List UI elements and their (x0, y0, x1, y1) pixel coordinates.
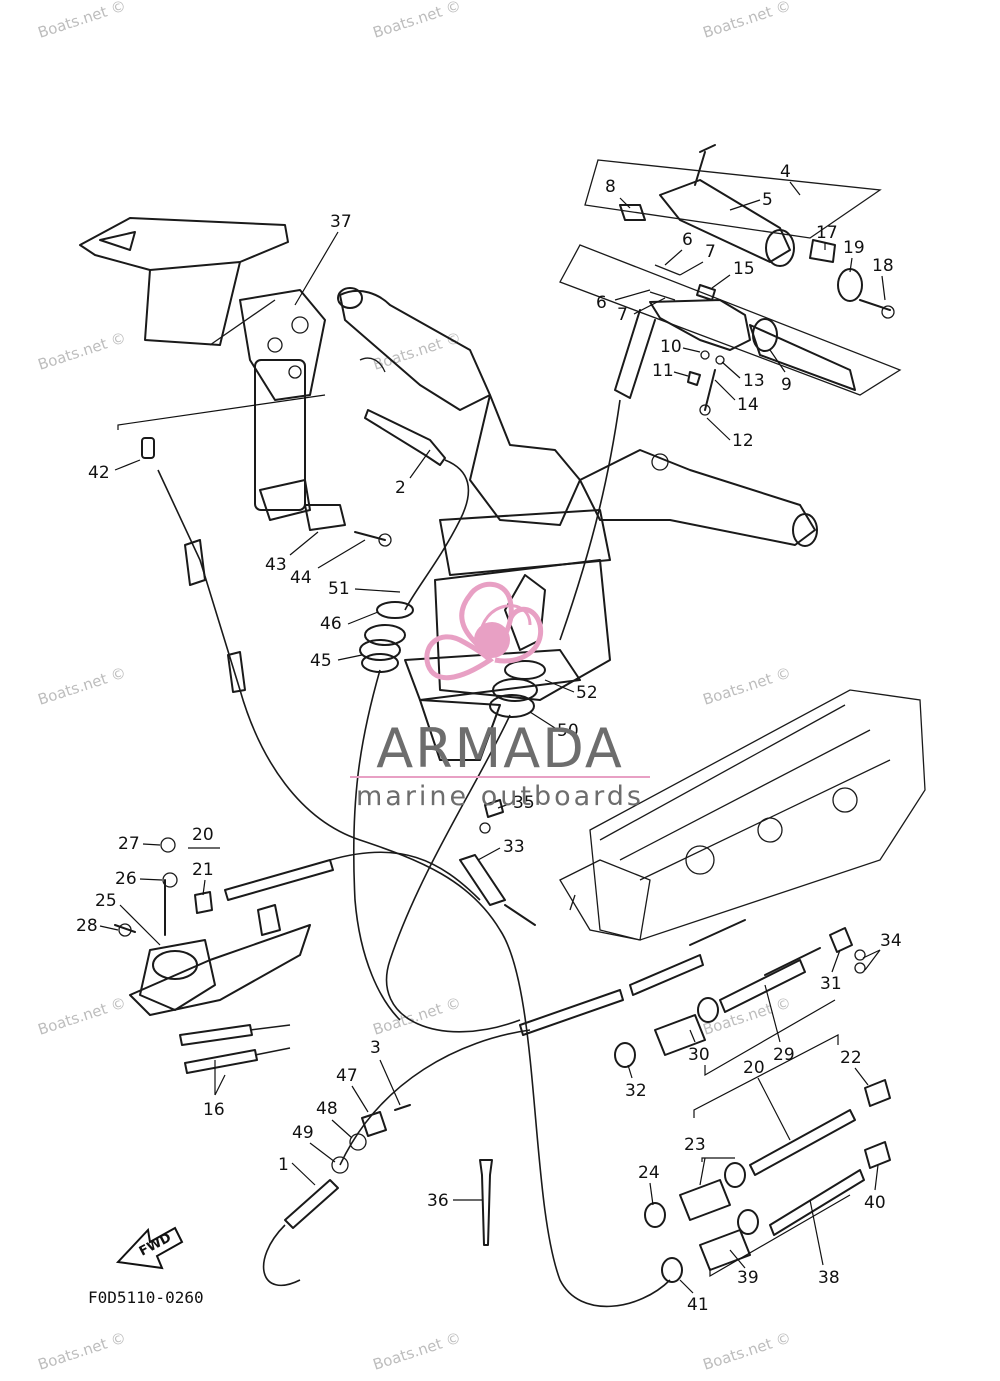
callout-32: 32 (625, 1081, 647, 1101)
callout-9: 9 (781, 375, 792, 395)
callout-12: 12 (732, 431, 754, 451)
callout-14: 14 (737, 395, 759, 415)
callout-26: 26 (115, 869, 137, 889)
callout-16: 16 (203, 1100, 225, 1120)
control-box (114, 837, 311, 1016)
callout-11: 11 (652, 361, 674, 381)
callout-49: 49 (292, 1123, 314, 1143)
propeller-icon (424, 581, 544, 681)
shift-cable (364, 409, 470, 611)
boots (352, 399, 621, 1033)
callout-30: 30 (688, 1045, 710, 1065)
diagram-code: F0D5110-0260 (88, 1288, 204, 1307)
brand-logo: ARMADA marine outboards (350, 581, 650, 812)
callout-25: 25 (95, 891, 117, 911)
callouts: 1 2 3 4 5 6 6 7 7 8 9 10 11 12 13 14 15 … (76, 162, 902, 1315)
callout-8: 8 (605, 177, 616, 197)
cable-fittings (459, 799, 891, 1283)
callout-31: 31 (820, 974, 842, 994)
callout-5: 5 (762, 190, 773, 210)
control-cables (179, 851, 481, 1074)
callout-2: 2 (395, 478, 406, 498)
callout-20: 20 (192, 825, 214, 845)
callout-28: 28 (76, 916, 98, 936)
callout-6b: 6 (596, 293, 607, 313)
cable-tie (479, 1159, 493, 1246)
watermark: Boats.net © (36, 993, 129, 1038)
watermark: Boats.net © (36, 0, 129, 42)
callout-40: 40 (864, 1193, 886, 1213)
watermark: Boats.net © (701, 1328, 794, 1373)
callout-43: 43 (265, 555, 287, 575)
callout-22: 22 (840, 1048, 862, 1068)
group-brackets (117, 394, 851, 1278)
watermark: Boats.net © (36, 328, 129, 373)
callout-29: 29 (773, 1045, 795, 1065)
callout-4: 4 (780, 162, 791, 182)
watermark: Boats.net © (371, 1328, 464, 1373)
callout-7: 7 (705, 242, 716, 262)
callout-52: 52 (576, 683, 598, 703)
callout-3: 3 (370, 1038, 381, 1058)
callout-35: 35 (513, 793, 535, 813)
callout-41: 41 (687, 1295, 709, 1315)
callout-34: 34 (880, 931, 902, 951)
callout-37: 37 (330, 212, 352, 232)
callout-39: 39 (737, 1268, 759, 1288)
watermark: Boats.net © (701, 0, 794, 42)
right-grip-group (559, 244, 902, 416)
callout-15: 15 (733, 259, 755, 279)
callout-23: 23 (684, 1135, 706, 1155)
callout-13: 13 (743, 371, 765, 391)
throttle-cable (141, 437, 671, 1308)
callout-7b: 7 (617, 305, 628, 325)
callout-48: 48 (316, 1099, 338, 1119)
brand-tagline: marine outboards (356, 781, 644, 812)
callout-6: 6 (682, 230, 693, 250)
pedal-assembly (79, 217, 392, 547)
watermark: Boats.net © (371, 328, 464, 373)
callout-38: 38 (818, 1268, 840, 1288)
callout-17: 17 (816, 223, 838, 243)
watermark: Boats.net © (36, 663, 129, 708)
watermark: Boats.net © (371, 0, 464, 42)
callout-19: 19 (843, 238, 865, 258)
callout-1: 1 (278, 1155, 289, 1175)
engine-block (559, 689, 926, 941)
handlebar-assembly (337, 287, 818, 761)
callout-24: 24 (638, 1163, 660, 1183)
callout-45: 45 (310, 651, 332, 671)
watermark: Boats.net © (36, 1328, 129, 1373)
callout-21: 21 (192, 860, 214, 880)
callout-10: 10 (660, 337, 682, 357)
callout-42: 42 (88, 463, 110, 483)
callout-50: 50 (557, 721, 579, 741)
callout-27: 27 (118, 834, 140, 854)
callout-47: 47 (336, 1066, 358, 1086)
watermark: Boats.net © (701, 663, 794, 708)
callout-20b: 20 (743, 1058, 765, 1078)
callout-18: 18 (872, 256, 894, 276)
fwd-arrow-icon: FWD (115, 1226, 184, 1270)
callout-36: 36 (427, 1191, 449, 1211)
throttle-grip-group (584, 144, 895, 319)
cable-1 (262, 1029, 531, 1287)
brand-name: ARMADA (376, 717, 624, 780)
callout-44: 44 (290, 568, 312, 588)
callout-51: 51 (328, 579, 350, 599)
callout-33: 33 (503, 837, 525, 857)
callout-46: 46 (320, 614, 342, 634)
